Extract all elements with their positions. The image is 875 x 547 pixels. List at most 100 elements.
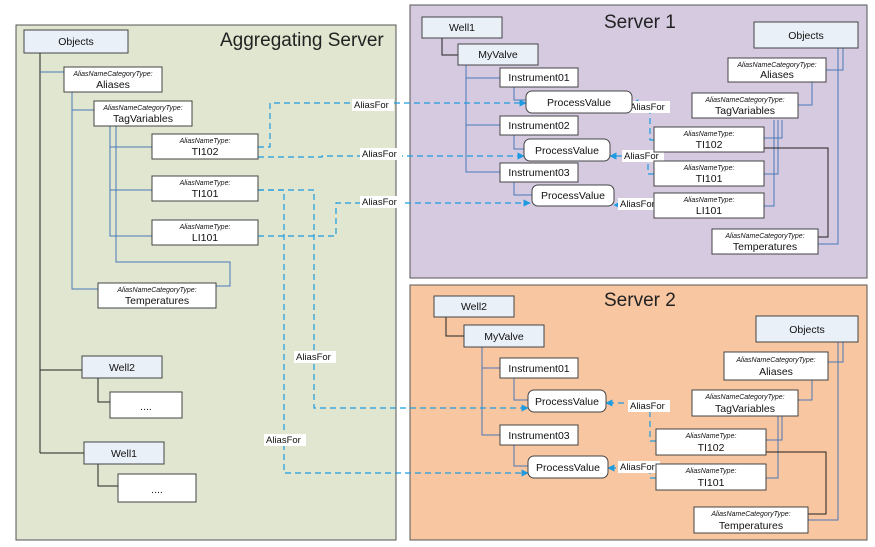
aggregating-server-title: Aggregating Server [220, 30, 384, 51]
s1-temperatures-node[interactable]: AliasNameCategoryType: Temperatures [711, 228, 819, 255]
svg-text:AliasNameType:: AliasNameType: [683, 131, 735, 138]
s2-processvalue-1-node[interactable]: ProcessValue [527, 389, 607, 413]
svg-text:LI101: LI101 [696, 205, 722, 217]
s2-well2-node[interactable]: Well2 [433, 295, 515, 318]
s2-aliases-node[interactable]: AliasNameCategoryType: Aliases [723, 351, 829, 381]
svg-text:AliasNameCategoryType:: AliasNameCategoryType: [736, 62, 816, 69]
s1-well1-node[interactable]: Well1 [421, 16, 503, 39]
server2-nodes: Well2 MyValve Instrument01 ProcessValue … [433, 295, 859, 534]
s2-aliasfor-label-1: AliasFor [630, 401, 665, 412]
svg-text:MyValve: MyValve [478, 49, 518, 61]
svg-text:Instrument01: Instrument01 [508, 363, 569, 375]
s1-objects-node[interactable]: Objects [753, 21, 859, 49]
s2-objects-node[interactable]: Objects [755, 315, 859, 343]
agg-well2-more-node[interactable]: .... [109, 391, 183, 419]
aliasfor-label-5: AliasFor [266, 435, 301, 446]
agg-well2-node[interactable]: Well2 [81, 355, 163, 379]
svg-text:Objects: Objects [789, 324, 825, 336]
s1-tagvariables-node[interactable]: AliasNameCategoryType: TagVariables [691, 92, 799, 119]
agg-ti102-node[interactable]: AliasNameType: TI102 [151, 133, 259, 160]
svg-text:Well2: Well2 [461, 301, 487, 313]
s2-aliasfor-label-2: AliasFor [620, 462, 655, 473]
svg-text:TI102: TI102 [696, 139, 723, 151]
svg-text:AliasNameCategoryType:: AliasNameCategoryType: [102, 105, 182, 112]
s1-processvalue-2-node[interactable]: ProcessValue [523, 138, 611, 162]
s2-temperatures-node[interactable]: AliasNameCategoryType: Temperatures [693, 506, 809, 534]
svg-text:Aliases: Aliases [760, 69, 794, 81]
agg-well1-more-node[interactable]: .... [117, 473, 197, 503]
aliasfor-label-4: AliasFor [296, 352, 331, 363]
svg-text:TI101: TI101 [696, 173, 723, 185]
s2-processvalue-3-node[interactable]: ProcessValue [527, 455, 609, 479]
svg-text:TagVariables: TagVariables [715, 403, 775, 415]
svg-text:Objects: Objects [788, 30, 824, 42]
aliasfor-li101-line [258, 199, 531, 237]
aggregating-tree-lines [39, 53, 231, 490]
server1-tree-lines [441, 38, 844, 248]
svg-text:TI102: TI102 [192, 146, 219, 158]
aliasfor-label-3: AliasFor [362, 197, 397, 208]
svg-text:Well1: Well1 [449, 22, 475, 34]
s1-ti102-node[interactable]: AliasNameType: TI102 [653, 126, 765, 153]
s1-instrument03-node[interactable]: Instrument03 [499, 162, 579, 183]
s1-instrument02-node[interactable]: Instrument02 [499, 115, 579, 136]
s1-instrument01-node[interactable]: Instrument01 [499, 67, 579, 88]
server2-title: Server 2 [604, 290, 676, 311]
svg-text:TI102: TI102 [698, 442, 725, 454]
svg-text:AliasNameCategoryType:: AliasNameCategoryType: [710, 511, 790, 518]
s1-aliasfor-label-2: AliasFor [624, 151, 659, 162]
svg-text:ProcessValue: ProcessValue [536, 462, 600, 474]
svg-text:Temperatures: Temperatures [733, 241, 797, 253]
server1-title: Server 1 [604, 12, 676, 33]
s2-myvalve-node[interactable]: MyValve [463, 324, 545, 348]
svg-text:Instrument03: Instrument03 [508, 430, 569, 442]
svg-text:Objects: Objects [58, 36, 94, 48]
agg-aliases-node[interactable]: AliasNameCategoryType: Aliases [63, 66, 163, 93]
s2-instrument03-node[interactable]: Instrument03 [499, 424, 579, 446]
s2-ti101-node[interactable]: AliasNameType: TI101 [655, 463, 767, 491]
svg-text:TI101: TI101 [192, 188, 219, 200]
svg-text:Temperatures: Temperatures [125, 295, 189, 307]
svg-text:TI101: TI101 [698, 477, 725, 489]
svg-text:ProcessValue: ProcessValue [535, 145, 599, 157]
agg-temperatures-node[interactable]: AliasNameCategoryType: Temperatures [97, 282, 217, 309]
s1-aliases-node[interactable]: AliasNameCategoryType: Aliases [727, 57, 827, 83]
aliasfor-label-2: AliasFor [362, 149, 397, 160]
agg-ti101-node[interactable]: AliasNameType: TI101 [151, 175, 259, 202]
svg-text:AliasNameType:: AliasNameType: [683, 165, 735, 172]
server2-tree-lines [445, 316, 844, 524]
aliasfor-ti102-line [258, 99, 527, 148]
svg-text:LI101: LI101 [192, 232, 218, 244]
agg-objects-node[interactable]: Objects [23, 29, 129, 54]
s2-tagvariables-node[interactable]: AliasNameCategoryType: TagVariables [691, 389, 799, 417]
agg-well1-node[interactable]: Well1 [83, 441, 165, 465]
svg-text:Well2: Well2 [109, 362, 135, 374]
s2-ti102-node[interactable]: AliasNameType: TI102 [655, 428, 767, 456]
svg-text:AliasNameCategoryType:: AliasNameCategoryType: [735, 357, 815, 364]
s2-instrument01-node[interactable]: Instrument01 [499, 357, 579, 379]
svg-text:TagVariables: TagVariables [113, 113, 173, 125]
aliasfor-ti101-server1-line [258, 152, 525, 160]
aliasfor-connectors [258, 99, 656, 479]
svg-text:ProcessValue: ProcessValue [535, 396, 599, 408]
aliasfor-labels: AliasFor AliasFor AliasFor AliasFor Alia… [264, 99, 670, 473]
svg-text:MyValve: MyValve [484, 331, 524, 343]
agg-li101-node[interactable]: AliasNameType: LI101 [151, 219, 259, 246]
s1-ti101-node[interactable]: AliasNameType: TI101 [653, 160, 765, 187]
svg-text:AliasNameCategoryType:: AliasNameCategoryType: [116, 287, 196, 294]
s1-aliasfor-label-3: AliasFor [620, 199, 655, 210]
s1-li101-node[interactable]: AliasNameType: LI101 [653, 192, 765, 219]
svg-text:Aliases: Aliases [759, 366, 793, 378]
svg-text:AliasNameType:: AliasNameType: [685, 433, 737, 440]
aliasfor-ti101-server2-pv3-line [258, 189, 529, 477]
agg-tagvariables-node[interactable]: AliasNameCategoryType: TagVariables [93, 100, 193, 127]
s1-processvalue-1-node[interactable]: ProcessValue [525, 90, 633, 114]
svg-text:Instrument01: Instrument01 [508, 72, 569, 84]
svg-text:Instrument03: Instrument03 [508, 167, 569, 179]
s1-processvalue-3-node[interactable]: ProcessValue [531, 184, 615, 207]
svg-text:....: .... [151, 484, 163, 496]
svg-text:AliasNameType:: AliasNameType: [179, 138, 231, 145]
svg-text:Temperatures: Temperatures [719, 520, 783, 532]
s1-myvalve-node[interactable]: MyValve [457, 43, 539, 66]
svg-text:Instrument02: Instrument02 [508, 120, 569, 132]
